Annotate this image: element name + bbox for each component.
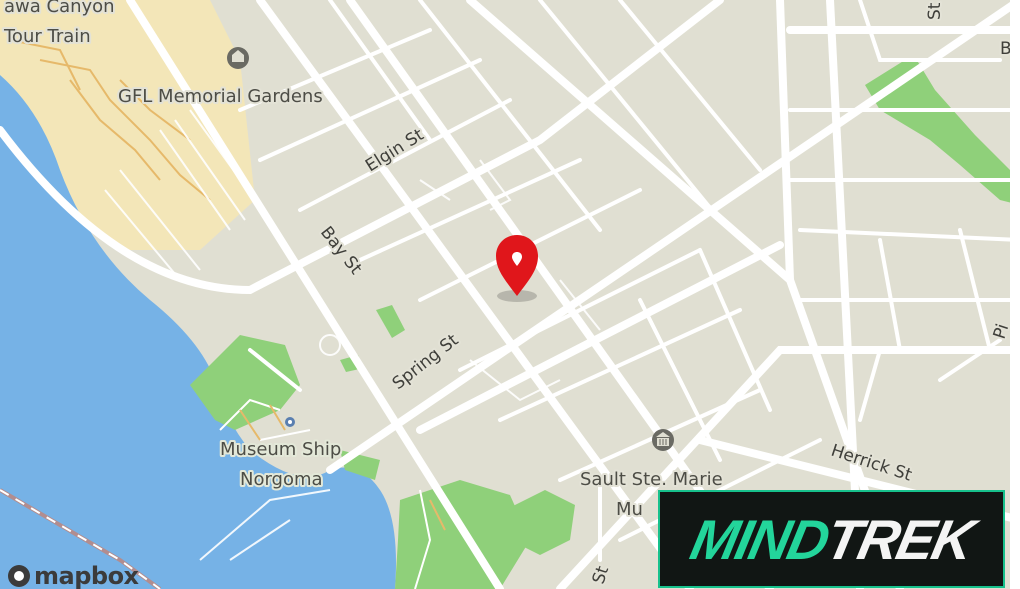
mapbox-logo-icon — [8, 564, 30, 587]
place-label-canyon: awa Canyon — [4, 0, 115, 17]
rail-spurs — [9, 39, 211, 201]
place-label-gardens: GFL Memorial Gardens — [118, 86, 323, 107]
railway-dash — [0, 489, 161, 589]
park-area — [865, 60, 1020, 205]
museum-icon[interactable] — [652, 429, 674, 451]
shore-rails — [239, 404, 446, 531]
location-marker[interactable] — [496, 235, 538, 302]
place-label-sault-museum: Mu — [616, 499, 643, 520]
mapbox-attribution[interactable]: mapbox — [8, 562, 139, 589]
water-area — [0, 75, 396, 589]
place-label-museum-ship: Museum Ship — [220, 439, 341, 460]
marker-pin-icon — [512, 252, 522, 266]
block-outlines — [104, 109, 601, 561]
street-label-partial-top: St — [925, 2, 945, 20]
museum-ship-icon[interactable] — [285, 417, 295, 427]
mindtrek-watermark: MINDTREK — [658, 490, 1005, 588]
place-label-norgoma: Norgoma — [240, 469, 323, 490]
park-area — [190, 335, 300, 430]
mapbox-logo-text: mapbox — [34, 561, 139, 589]
park-area — [505, 490, 575, 555]
place-label-train: Tour Train — [3, 26, 91, 47]
mindtrek-logo: MINDTREK — [685, 507, 978, 571]
place-label-sault: Sault Ste. Marie — [580, 469, 723, 490]
right-edge — [1010, 0, 1020, 589]
gardens-icon[interactable] — [227, 47, 249, 69]
park-area — [376, 305, 405, 338]
